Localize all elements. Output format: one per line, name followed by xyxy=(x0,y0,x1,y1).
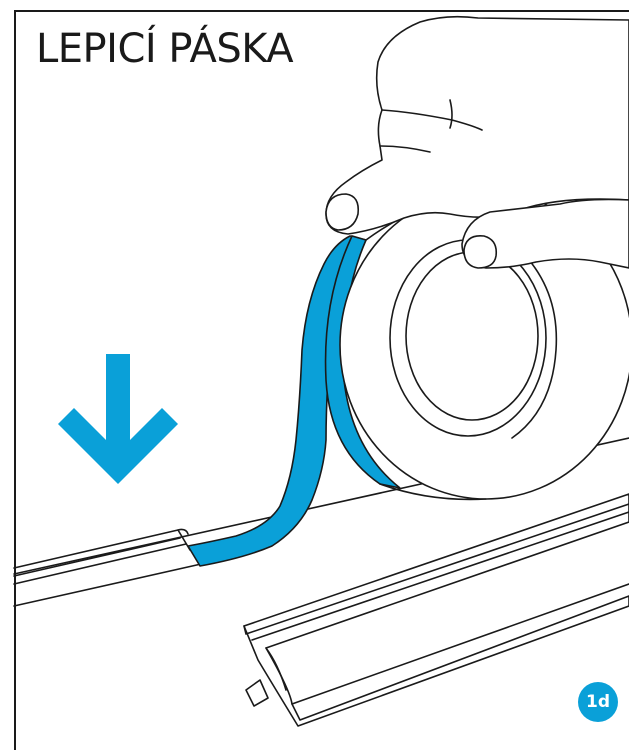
panel-frame xyxy=(14,10,629,750)
hand-illustration xyxy=(325,15,629,269)
left-skirting-strip xyxy=(13,528,211,607)
skirting-profile-illustration xyxy=(243,493,629,727)
page-title: LEPICÍ PÁSKA xyxy=(36,26,294,72)
arrow-down-icon xyxy=(58,354,178,484)
step-badge: 1d xyxy=(578,682,618,722)
tape-roll-illustration xyxy=(324,190,629,501)
